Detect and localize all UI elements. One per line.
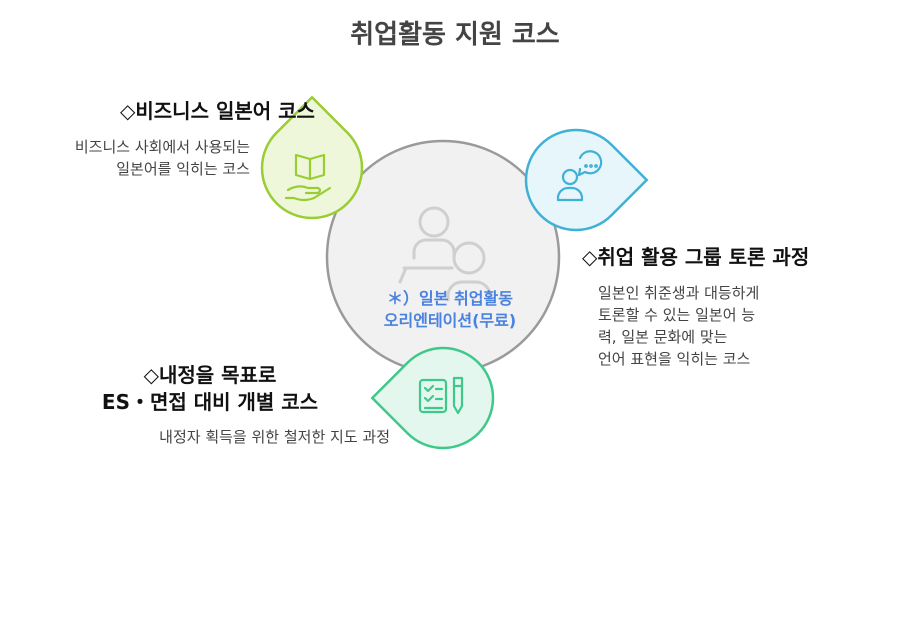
people-icon <box>398 206 492 302</box>
group-discussion-desc-line-4: 언어 표현을 익히는 코스 <box>598 350 751 368</box>
group-discussion-desc-line-2: 토론할 수 있는 일본어 능 <box>598 306 756 324</box>
business-japanese-desc-line-2: 일본어를 익히는 코스 <box>116 160 250 178</box>
es-interview-heading-line-2: ES・면접 대비 개별 코스 <box>101 390 319 414</box>
group-discussion-desc: 일본인 취준생과 대등하게 토론할 수 있는 일본어 능 력, 일본 문화에 맞… <box>598 282 759 370</box>
business-japanese-heading: ◇비즈니스 일본어 코스 <box>120 99 315 123</box>
es-interview-heading: ◇내정을 목표로 ES・면접 대비 개별 코스 <box>40 362 380 416</box>
group-discussion-desc-line-1: 일본인 취준생과 대등하게 <box>598 284 760 302</box>
center-label-line-1: ＊）일본 취업활동 <box>387 289 513 308</box>
checklist-pen-icon <box>418 376 464 415</box>
es-interview-drop <box>370 346 495 450</box>
person-speech-bubble-icon <box>556 150 603 202</box>
group-discussion-drop <box>524 128 649 232</box>
group-discussion-heading: ◇취업 활용 그룹 토론 과정 <box>582 245 810 269</box>
business-japanese-desc-line-1: 비즈니스 사회에서 사용되는 <box>74 138 250 156</box>
business-japanese-desc: 비즈니스 사회에서 사용되는 일본어를 익히는 코스 <box>20 136 250 180</box>
center-label-line-2: 오리엔테이션(무료) <box>383 311 517 330</box>
group-discussion-desc-line-3: 력, 일본 문화에 맞는 <box>598 328 728 346</box>
page-title: 취업활동 지원 코스 <box>350 20 560 50</box>
es-interview-desc: 내정자 획득을 위한 철저한 지도 과정 <box>159 428 390 446</box>
es-interview-heading-line-1: ◇내정을 목표로 <box>143 363 277 387</box>
center-label: ＊）일본 취업활동 오리엔테이션(무료) <box>330 288 570 332</box>
open-book-hand-icon <box>284 153 332 202</box>
